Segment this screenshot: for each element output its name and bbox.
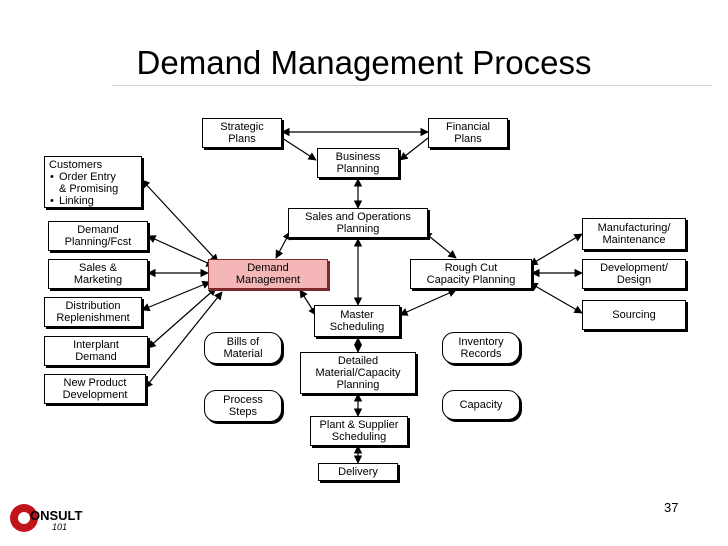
box-sales-marketing-label: Sales & Marketing bbox=[73, 262, 123, 286]
customers-item: Order Entry & Promising bbox=[49, 171, 118, 195]
arrow-dm-mps bbox=[299, 289, 317, 316]
box-master-scheduling-label: Master Scheduling bbox=[329, 309, 385, 333]
arrow-strategic-business bbox=[281, 137, 317, 161]
box-development-label: Development/ Design bbox=[600, 262, 668, 286]
box-capacity-label: Capacity bbox=[459, 399, 503, 411]
box-financial-plans: Financial Plans bbox=[428, 118, 508, 148]
box-strategic-plans-label: Strategic Plans bbox=[220, 121, 264, 145]
arrow-financial-business bbox=[399, 137, 429, 161]
box-customers: Customers Order Entry & Promising Linkin… bbox=[44, 156, 142, 208]
customers-content: Customers Order Entry & Promising Linkin… bbox=[49, 159, 118, 207]
logo-subtext: 101 bbox=[52, 522, 68, 532]
box-process-steps: Process Steps bbox=[204, 390, 282, 422]
arrow-sop-dm bbox=[275, 231, 291, 259]
arrow-manufacturing-roughcut bbox=[529, 233, 583, 266]
box-plant-supplier: Plant & Supplier Scheduling bbox=[310, 416, 408, 446]
box-detailed-planning: Detailed Material/Capacity Planning bbox=[300, 352, 416, 394]
title-divider bbox=[112, 85, 712, 86]
box-inventory-records-label: Inventory Records bbox=[458, 336, 504, 360]
customers-item-label: Order Entry & Promising bbox=[59, 171, 119, 195]
customers-item: Linking bbox=[49, 195, 118, 207]
box-sourcing-label: Sourcing bbox=[612, 309, 656, 321]
box-distribution-label: Distribution Replenishment bbox=[56, 300, 130, 324]
box-rough-cut: Rough Cut Capacity Planning bbox=[410, 259, 532, 289]
box-bills-of-material-label: Bills of Material bbox=[223, 336, 263, 360]
box-demand-management-label: Demand Management bbox=[235, 262, 301, 286]
customers-title: Customers bbox=[49, 159, 103, 171]
arrow-customers-dm bbox=[141, 179, 219, 263]
box-demand-planning-label: Demand Planning/Fcst bbox=[64, 224, 132, 248]
arrow-newproduct-dm bbox=[144, 291, 223, 389]
box-plant-supplier-label: Plant & Supplier Scheduling bbox=[319, 419, 399, 443]
box-demand-management: Demand Management bbox=[208, 259, 328, 289]
box-new-product: New Product Development bbox=[44, 374, 146, 404]
arrow-demandplanning-dm bbox=[147, 235, 215, 267]
box-sop: Sales and Operations Planning bbox=[288, 208, 428, 238]
page-title: Demand Management Process bbox=[136, 44, 592, 81]
box-manufacturing-label: Manufacturing/ Maintenance bbox=[597, 222, 671, 246]
arrow-distribution-dm bbox=[141, 280, 211, 312]
box-business-planning-label: Business Planning bbox=[335, 151, 381, 175]
box-financial-plans-label: Financial Plans bbox=[445, 121, 491, 145]
box-new-product-label: New Product Development bbox=[62, 377, 128, 401]
box-sop-label: Sales and Operations Planning bbox=[305, 211, 411, 235]
customers-list: Order Entry & Promising Linking bbox=[49, 171, 118, 207]
box-sourcing: Sourcing bbox=[582, 300, 686, 330]
box-interplant-label: Interplant Demand bbox=[73, 339, 119, 363]
box-demand-planning: Demand Planning/Fcst bbox=[48, 221, 148, 251]
arrow-sourcing-roughcut bbox=[529, 282, 583, 314]
logo-mark bbox=[10, 504, 38, 532]
box-detailed-planning-label: Detailed Material/Capacity Planning bbox=[315, 355, 401, 391]
consult-logo: ONSULT 101 bbox=[8, 500, 82, 540]
box-master-scheduling: Master Scheduling bbox=[314, 305, 400, 337]
box-distribution: Distribution Replenishment bbox=[44, 297, 142, 327]
box-bills-of-material: Bills of Material bbox=[204, 332, 282, 364]
box-rough-cut-label: Rough Cut Capacity Planning bbox=[426, 262, 516, 286]
logo-text: ONSULT bbox=[30, 508, 83, 523]
box-interplant: Interplant Demand bbox=[44, 336, 148, 366]
box-inventory-records: Inventory Records bbox=[442, 332, 520, 364]
arrow-sop-roughcut bbox=[423, 231, 457, 259]
box-business-planning: Business Planning bbox=[317, 148, 399, 178]
box-delivery: Delivery bbox=[318, 463, 398, 481]
page-number: 37 bbox=[664, 500, 679, 515]
box-process-steps-label: Process Steps bbox=[223, 394, 263, 418]
box-strategic-plans: Strategic Plans bbox=[202, 118, 282, 148]
box-manufacturing: Manufacturing/ Maintenance bbox=[582, 218, 686, 250]
box-sales-marketing: Sales & Marketing bbox=[48, 259, 148, 289]
box-delivery-label: Delivery bbox=[338, 466, 378, 478]
customers-item-label: Linking bbox=[59, 195, 94, 207]
box-development: Development/ Design bbox=[582, 259, 686, 289]
arrow-roughcut-mps bbox=[399, 289, 457, 316]
box-capacity: Capacity bbox=[442, 390, 520, 420]
